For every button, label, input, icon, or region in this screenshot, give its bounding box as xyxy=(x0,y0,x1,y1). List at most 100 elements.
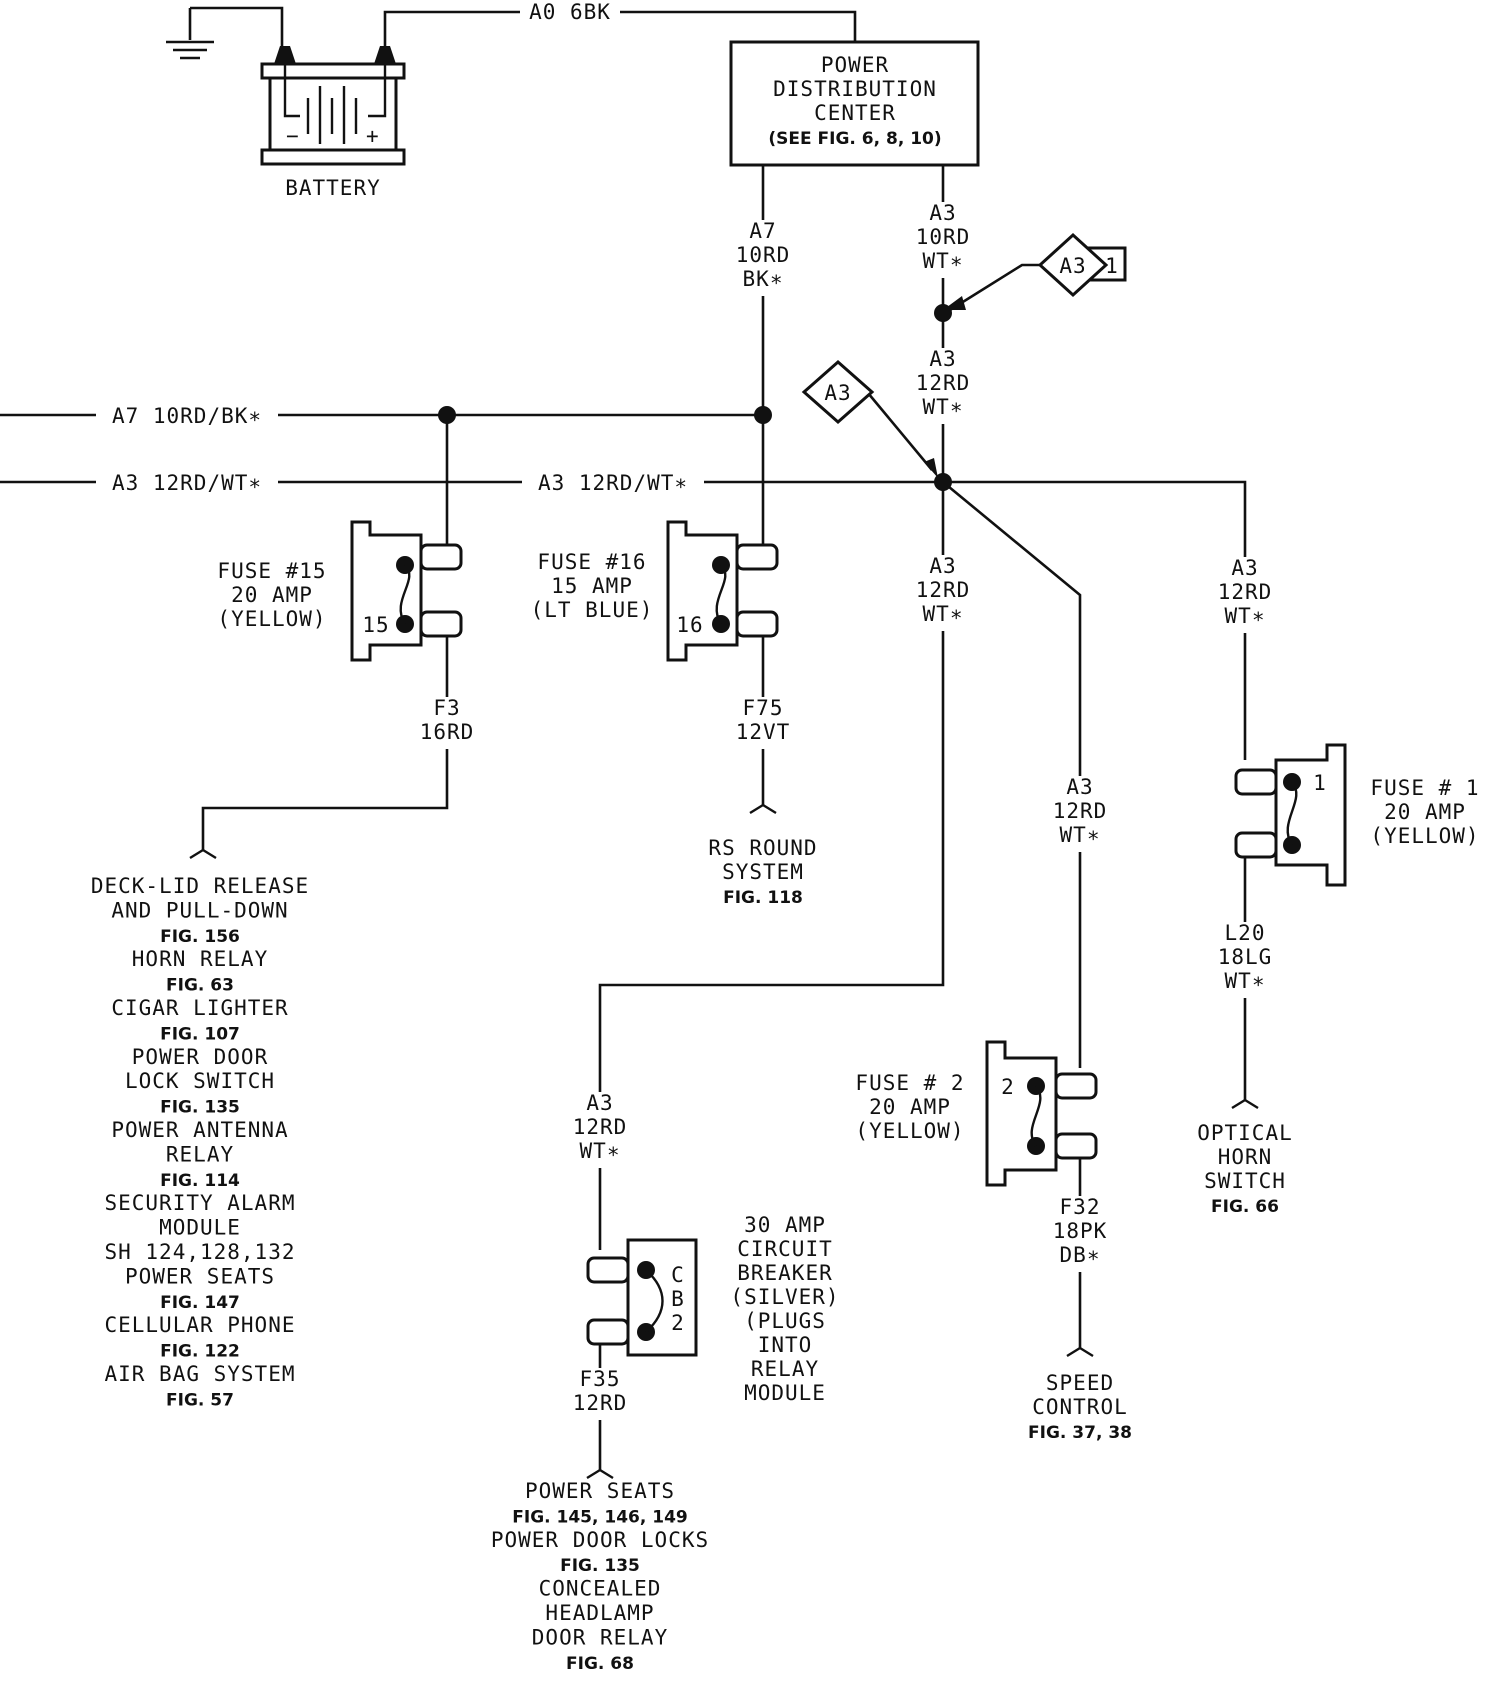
wire-a3-mid-l2: 12RD xyxy=(916,371,971,395)
dest-bottom-line: POWER SEATS xyxy=(525,1479,675,1503)
wire-a7-top-l2: 10RD xyxy=(736,243,791,267)
connector-a3-1: A3 1 xyxy=(1037,232,1127,298)
wire-a3-bus-mid-label: A3 12RD/WT∗ xyxy=(538,471,688,495)
splice-dot xyxy=(934,304,952,322)
wire-a3-drop-l3: WT∗ xyxy=(923,602,964,626)
dest-speed-line: CONTROL xyxy=(1032,1395,1128,1419)
dest-speed-line: FIG. 37, 38 xyxy=(1028,1423,1132,1443)
fuse-16-num: 16 xyxy=(676,613,703,637)
pdc-line1: POWER xyxy=(821,53,889,77)
wire-a3-cb-l2: 12RD xyxy=(573,1115,628,1139)
dest-horn-line: OPTICAL xyxy=(1197,1121,1293,1145)
fuse-16-line2: 15 AMP xyxy=(551,574,633,598)
fuse-1: 1 xyxy=(1234,743,1347,887)
dest-bottom-line: CONCEALED xyxy=(539,1577,662,1601)
wire-end-breaks xyxy=(189,803,1259,1480)
dest-left-line: FIG. 135 xyxy=(160,1098,240,1118)
fuse-1-line3: (YELLOW) xyxy=(1370,824,1479,848)
wire-f32-l3: DB∗ xyxy=(1060,1243,1101,1267)
wire-f35-l2: 12RD xyxy=(573,1391,628,1415)
fuse-1-line2: 20 AMP xyxy=(1384,800,1466,824)
fuse-15-line3: (YELLOW) xyxy=(217,607,326,631)
dest-left-line: DECK-LID RELEASE xyxy=(91,874,309,898)
connector-a3-1-pin: 1 xyxy=(1105,254,1119,278)
dest-left-line: CELLULAR PHONE xyxy=(104,1313,295,1337)
wire-a3-fuse1-l2: 12RD xyxy=(1218,580,1273,604)
dest-left-line: LOCK SWITCH xyxy=(125,1069,275,1093)
wire-a3-mid-l1: A3 xyxy=(929,347,956,371)
fuse-15: 15 xyxy=(350,520,463,662)
dest-left-line: FIG. 156 xyxy=(160,927,240,947)
wire-a3-cb-l3: WT∗ xyxy=(580,1139,621,1163)
fuse-15-num: 15 xyxy=(362,613,389,637)
splice-dot xyxy=(438,406,456,424)
dest-horn-line: FIG. 66 xyxy=(1211,1197,1279,1217)
dest-left-line: HORN RELAY xyxy=(132,947,268,971)
wire-f75-l2: 12VT xyxy=(736,720,791,744)
wire-l20-l2: 18LG xyxy=(1218,945,1273,969)
dest-sound-line: FIG. 118 xyxy=(723,888,803,908)
fuse-1-num: 1 xyxy=(1313,771,1327,795)
dest-left-line: POWER DOOR xyxy=(132,1045,268,1069)
fuse-16-line1: FUSE #16 xyxy=(537,550,646,574)
fuse-2-line2: 20 AMP xyxy=(869,1095,951,1119)
pdc-ref: (SEE FIG. 6, 8, 10) xyxy=(768,129,941,149)
splice-dot xyxy=(934,473,952,491)
dest-bottom-line: FIG. 135 xyxy=(560,1556,640,1576)
fuse-15-line1: FUSE #15 xyxy=(217,559,326,583)
pdc-line2: DISTRIBUTION xyxy=(773,77,937,101)
breaker-line8: MODULE xyxy=(744,1381,826,1405)
dest-left-line: POWER SEATS xyxy=(125,1264,275,1288)
dest-left-line: AND PULL-DOWN xyxy=(111,898,288,922)
fuse-2-line1: FUSE # 2 xyxy=(855,1071,964,1095)
power-distribution-center xyxy=(729,40,980,167)
wire-f3-l2: 16RD xyxy=(420,720,475,744)
wire-a3-fuse1-l3: WT∗ xyxy=(1225,604,1266,628)
wire-a7-top-l3: BK∗ xyxy=(743,267,784,291)
fuse-2-line3: (YELLOW) xyxy=(855,1119,964,1143)
wire-f32-l1: F32 xyxy=(1060,1195,1101,1219)
dest-speed-line: SPEED xyxy=(1046,1371,1114,1395)
arrow-head-2 xyxy=(924,458,938,478)
fuse-16: 16 xyxy=(666,520,779,662)
dest-left-line: MODULE xyxy=(159,1216,241,1240)
wire-a3-top-l3: WT∗ xyxy=(923,249,964,273)
dest-left-line: POWER ANTENNA xyxy=(111,1118,288,1142)
battery-pos-sign: + xyxy=(366,124,380,148)
wire-a3-fuse2-l2: 12RD xyxy=(1053,799,1108,823)
battery-label: BATTERY xyxy=(285,176,381,200)
connector-a3-2: A3 xyxy=(801,359,875,425)
dest-sound-line: RS ROUND xyxy=(708,836,817,860)
connector-a3-1-label: A3 xyxy=(1059,254,1086,278)
dest-horn-line: HORN xyxy=(1218,1145,1273,1169)
fuse-2-num: 2 xyxy=(1001,1075,1015,1099)
breaker-line1: 30 AMP xyxy=(744,1213,826,1237)
dest-left-line: FIG. 147 xyxy=(160,1293,240,1313)
wire-a3-fuse1-l1: A3 xyxy=(1231,556,1258,580)
wire-a3-bus-left-label: A3 12RD/WT∗ xyxy=(112,471,262,495)
wire-a7-top-l1: A7 xyxy=(749,219,776,243)
wire-a0-label: A0 6BK xyxy=(529,0,611,24)
breaker-line4: (SILVER) xyxy=(730,1285,839,1309)
breaker-line3: BREAKER xyxy=(737,1261,833,1285)
dest-left-line: RELAY xyxy=(166,1142,234,1166)
fuse-16-line3: (LT BLUE) xyxy=(531,598,654,622)
wire-f35-l1: F35 xyxy=(580,1367,621,1391)
fuse-2: 2 xyxy=(985,1040,1098,1187)
wire-l20-l3: WT∗ xyxy=(1225,969,1266,993)
dest-left-line: FIG. 114 xyxy=(160,1171,240,1191)
wire-l20-l1: L20 xyxy=(1225,921,1266,945)
circuit-breaker-cb2: C B 2 xyxy=(586,1238,698,1357)
battery-symbol: − + xyxy=(260,46,406,166)
dest-left-line: FIG. 107 xyxy=(160,1024,240,1044)
dest-left-line: CIGAR LIGHTER xyxy=(111,996,288,1020)
wire-a3-mid-l3: WT∗ xyxy=(923,395,964,419)
wire-a3-drop-l1: A3 xyxy=(929,554,956,578)
wire-f32-l2: 18PK xyxy=(1053,1219,1108,1243)
dest-bottom-line: HEADLAMP xyxy=(545,1601,654,1625)
dest-bottom-line: FIG. 145, 146, 149 xyxy=(512,1507,687,1527)
breaker-line5: (PLUGS xyxy=(744,1309,826,1333)
breaker-line6: INTO xyxy=(758,1333,813,1357)
